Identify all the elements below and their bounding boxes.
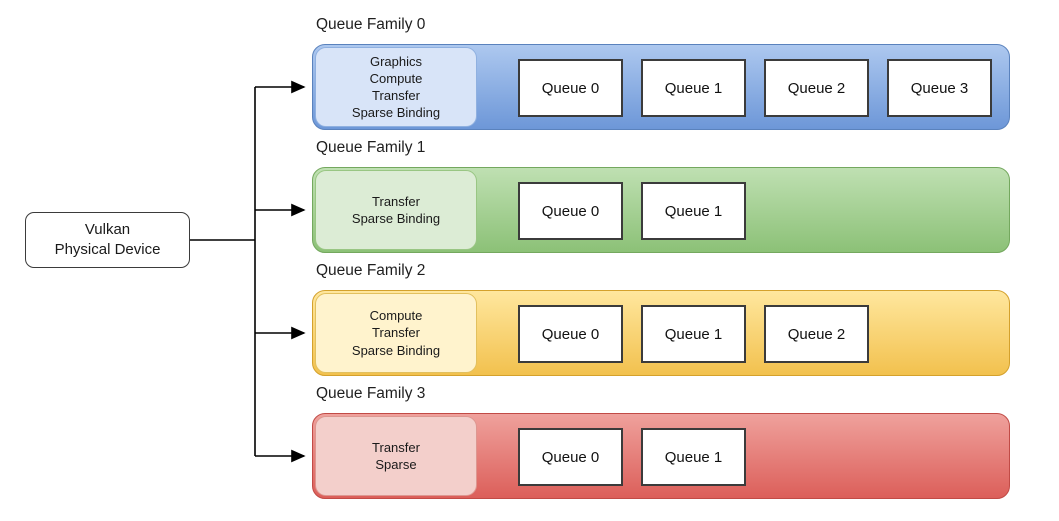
queue-label: Queue 2 [787,325,846,343]
capability-label: Sparse Binding [351,342,441,358]
queue-family-2-band: Compute Transfer Sparse Binding Queue 0 … [312,290,1010,376]
queue-node: Queue 2 [764,59,869,117]
capability-label: Sparse [375,457,417,472]
queue-label: Queue 0 [541,79,600,97]
queue-family-2-title: Queue Family 2 [316,262,426,279]
queue-label: Queue 0 [541,325,600,343]
queue-label: Queue 0 [541,448,600,466]
queue-family-3: Queue Family 3 Transfer Sparse Queue 0 Q… [312,383,1010,499]
queue-family-1: Queue Family 1 Transfer Sparse Binding Q… [312,137,1010,253]
capability-label: Transfer [372,88,420,103]
queue-node: Queue 0 [518,305,623,363]
capability-label: Compute [369,70,423,86]
queue-family-0-title: Queue Family 0 [316,16,426,33]
queue-family-1-band: Transfer Sparse Binding Queue 0 Queue 1 [312,167,1010,253]
queue-label: Queue 1 [664,79,723,97]
queue-node: Queue 1 [641,428,746,486]
capability-label: Compute [369,308,423,324]
queue-label: Queue 3 [910,79,969,97]
capabilities-box: Transfer Sparse Binding [315,170,477,250]
queue-node: Queue 3 [887,59,992,117]
device-label-line-1: Vulkan [84,220,131,238]
queue-node: Queue 0 [518,59,623,117]
queue-family-1-title: Queue Family 1 [316,139,426,156]
queue-label: Queue 2 [787,79,846,97]
queue-family-0: Queue Family 0 Graphics Compute Transfer… [312,14,1010,130]
queue-node: Queue 1 [641,305,746,363]
capability-label: Transfer [372,325,420,341]
capability-label: Transfer [372,193,420,209]
capability-label: Sparse Binding [351,105,441,121]
capabilities-box: Graphics Compute Transfer Sparse Binding [315,47,477,127]
queue-label: Queue 0 [541,202,600,220]
queue-node: Queue 0 [518,428,623,486]
queue-family-3-band: Transfer Sparse Queue 0 Queue 1 [312,413,1010,499]
capability-label: Transfer [372,439,420,455]
capabilities-box: Transfer Sparse [315,416,477,496]
queue-family-0-band: Graphics Compute Transfer Sparse Binding… [312,44,1010,130]
capability-label: Sparse Binding [351,211,441,226]
queue-family-2: Queue Family 2 Compute Transfer Sparse B… [312,260,1010,376]
queue-node: Queue 0 [518,182,623,240]
queue-node: Queue 1 [641,182,746,240]
queue-node: Queue 1 [641,59,746,117]
vulkan-physical-device-node: Vulkan Physical Device [25,212,190,268]
capability-label: Graphics [369,53,423,69]
queue-node: Queue 2 [764,305,869,363]
device-label-line-2: Physical Device [54,241,161,258]
queue-label: Queue 1 [664,325,723,343]
capabilities-box: Compute Transfer Sparse Binding [315,293,477,373]
queue-label: Queue 1 [664,202,723,220]
queue-family-3-title: Queue Family 3 [316,385,426,402]
queue-label: Queue 1 [664,448,723,466]
